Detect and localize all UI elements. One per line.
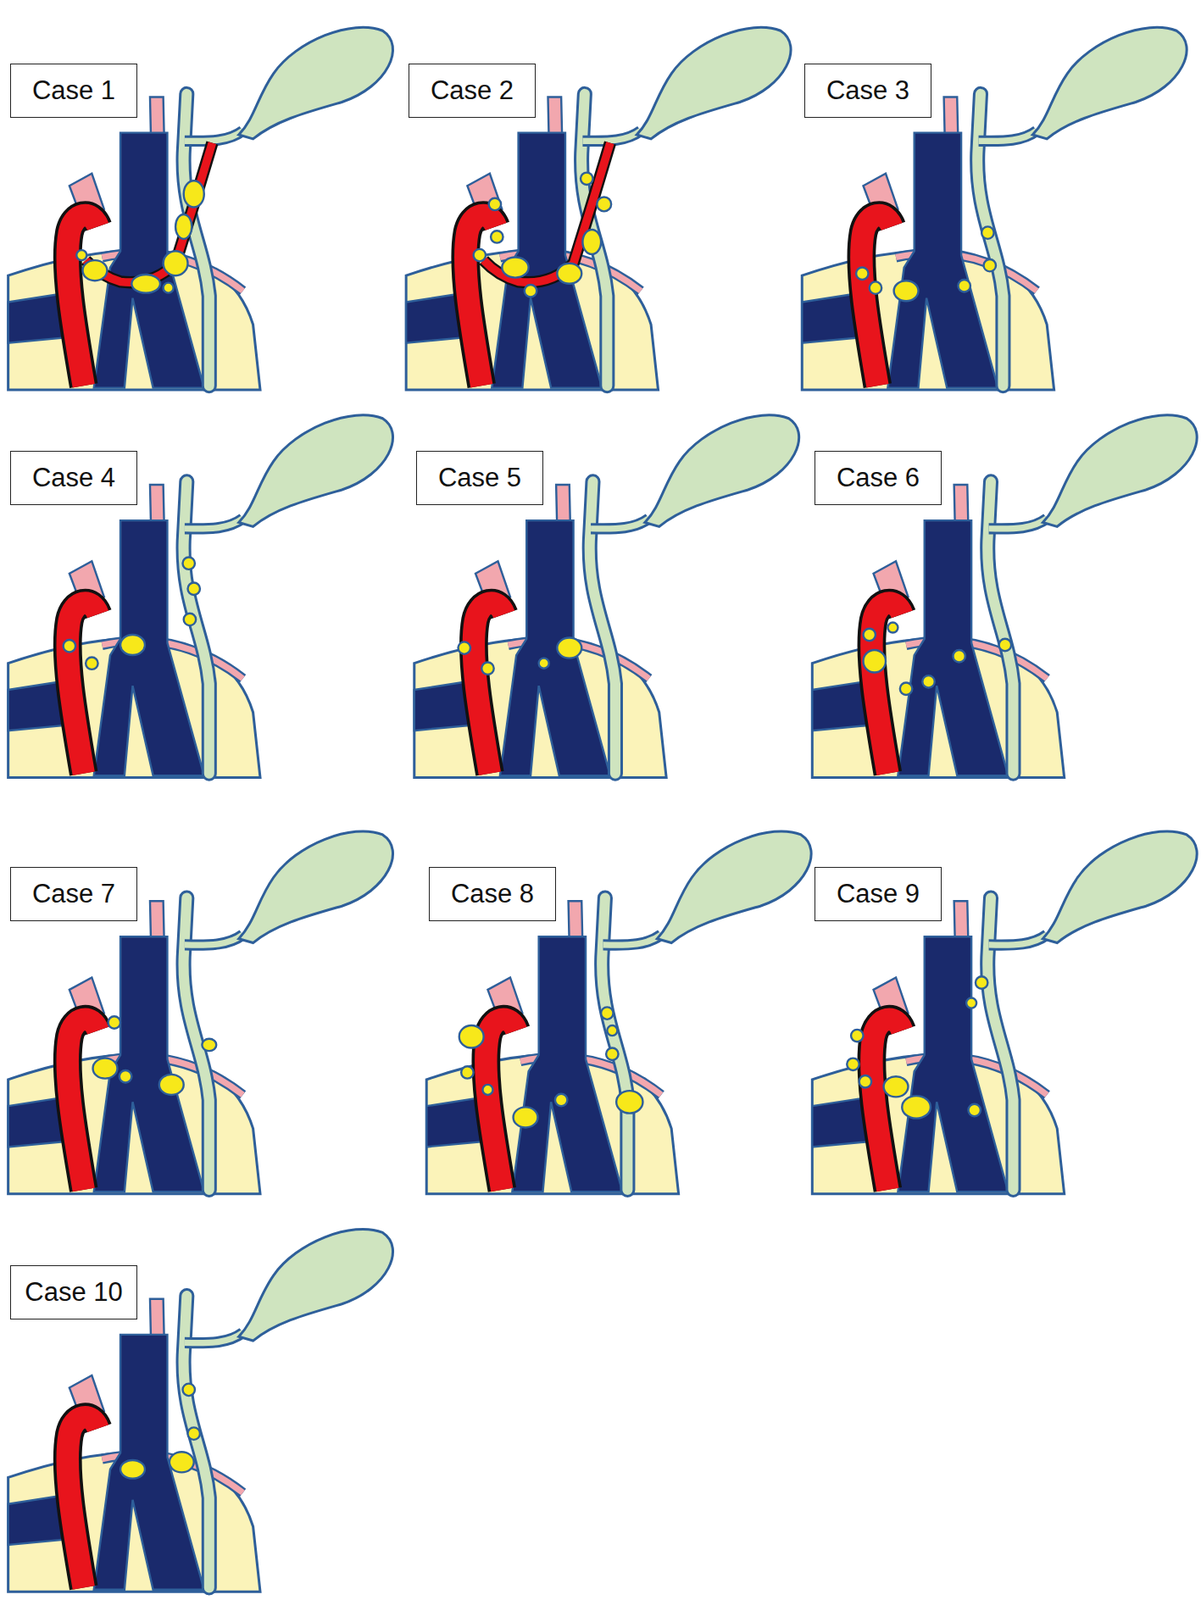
- lymph-node: [119, 1070, 132, 1083]
- lymph-node: [884, 1076, 909, 1097]
- lymph-node: [120, 1460, 145, 1480]
- case-label: Case 4: [32, 463, 116, 493]
- lymph-node: [856, 267, 868, 280]
- lymph-node: [968, 1104, 981, 1117]
- lymph-node: [481, 661, 494, 674]
- case-label-box: Case 9: [814, 867, 942, 922]
- lymph-node: [120, 634, 145, 656]
- lymph-node: [489, 198, 501, 211]
- lymph-node: [556, 263, 582, 284]
- lymph-node: [859, 1075, 872, 1088]
- lymph-node: [63, 639, 76, 652]
- lymph-node: [482, 1084, 493, 1096]
- case-label-box: Case 8: [428, 867, 557, 922]
- case-label: Case 1: [32, 76, 116, 106]
- lymph-node: [887, 622, 898, 634]
- lymph-node: [108, 1016, 121, 1029]
- lymph-node: [894, 280, 919, 301]
- lymph-node: [76, 250, 87, 261]
- lymph-node: [459, 1025, 484, 1048]
- lymph-node: [490, 230, 503, 243]
- lymph-node: [524, 284, 537, 297]
- case-label: Case 2: [430, 76, 514, 106]
- lymph-node: [596, 196, 612, 212]
- lymph-node: [183, 613, 196, 626]
- case-label: Case 8: [450, 879, 534, 909]
- lymph-node: [182, 1384, 195, 1396]
- lymph-node: [555, 1094, 568, 1107]
- anatomy-panel: [8, 27, 394, 390]
- artery-variant: [483, 143, 611, 283]
- case-label-box: Case 1: [10, 63, 138, 118]
- lymph-node: [901, 1095, 931, 1118]
- lymph-node: [600, 1006, 613, 1019]
- lymph-node: [188, 1427, 201, 1440]
- anatomy-panel: [8, 415, 394, 779]
- anatomy-panel: [8, 831, 394, 1195]
- lymph-node: [473, 249, 486, 262]
- lymph-node: [869, 281, 882, 294]
- lymph-node: [163, 283, 174, 294]
- lymph-node: [582, 229, 601, 255]
- case-label-box: Case 2: [408, 63, 536, 118]
- lymph-node: [616, 1090, 643, 1113]
- lymph-node: [183, 180, 205, 207]
- lymph-node: [188, 583, 201, 595]
- anatomy-panel: [405, 27, 791, 390]
- lymph-node: [606, 1048, 618, 1061]
- anatomy-panel: [811, 415, 1197, 779]
- lymph-node: [182, 556, 195, 569]
- lymph-node: [461, 1066, 473, 1079]
- anatomy-panel: [811, 831, 1197, 1195]
- lymph-node: [501, 257, 529, 279]
- case-label-box: Case 5: [416, 450, 544, 506]
- case-label-box: Case 6: [814, 450, 942, 506]
- case-label-box: Case 4: [10, 450, 138, 506]
- lymph-node: [169, 1451, 195, 1473]
- lymph-node: [163, 250, 189, 276]
- lymph-node: [957, 279, 970, 292]
- lymph-node: [966, 998, 977, 1009]
- lymph-node: [201, 1039, 217, 1051]
- lymph-node: [846, 1058, 859, 1071]
- case-label: Case 9: [836, 879, 920, 909]
- case-label: Case 3: [826, 76, 910, 106]
- lymph-node: [458, 641, 471, 654]
- anatomy-panel: [8, 1228, 394, 1592]
- lymph-node: [863, 650, 886, 673]
- lymph-node: [981, 226, 994, 239]
- lymph-node: [131, 274, 161, 294]
- lymph-node: [999, 639, 1012, 651]
- lymph-node: [922, 675, 935, 688]
- lymph-node: [975, 976, 988, 989]
- case-label: Case 7: [32, 879, 116, 909]
- artery-variant: [85, 143, 212, 283]
- anatomy-panel: [801, 27, 1187, 390]
- case-label-box: Case 3: [804, 63, 932, 118]
- case-label-box: Case 10: [10, 1265, 138, 1320]
- case-label: Case 10: [24, 1278, 123, 1307]
- lymph-node: [93, 1058, 118, 1079]
- lymph-node: [984, 259, 996, 272]
- lymph-node: [952, 650, 965, 662]
- anatomy-panel: [414, 415, 800, 779]
- case-label-box: Case 7: [10, 867, 138, 922]
- lymph-node: [900, 683, 912, 696]
- lymph-node: [580, 172, 593, 185]
- lymph-node: [863, 628, 876, 641]
- lymph-node: [850, 1029, 863, 1042]
- case-label: Case 6: [836, 463, 920, 493]
- lymph-node: [513, 1106, 539, 1128]
- lymph-node: [83, 260, 108, 281]
- lymph-node: [539, 658, 550, 669]
- lymph-node: [606, 1025, 618, 1036]
- anatomy-panel: [426, 831, 812, 1195]
- case-label: Case 5: [438, 463, 522, 493]
- lymph-node: [556, 638, 582, 659]
- lymph-node: [85, 656, 98, 669]
- lymph-node: [175, 214, 192, 240]
- lymph-node: [159, 1074, 184, 1096]
